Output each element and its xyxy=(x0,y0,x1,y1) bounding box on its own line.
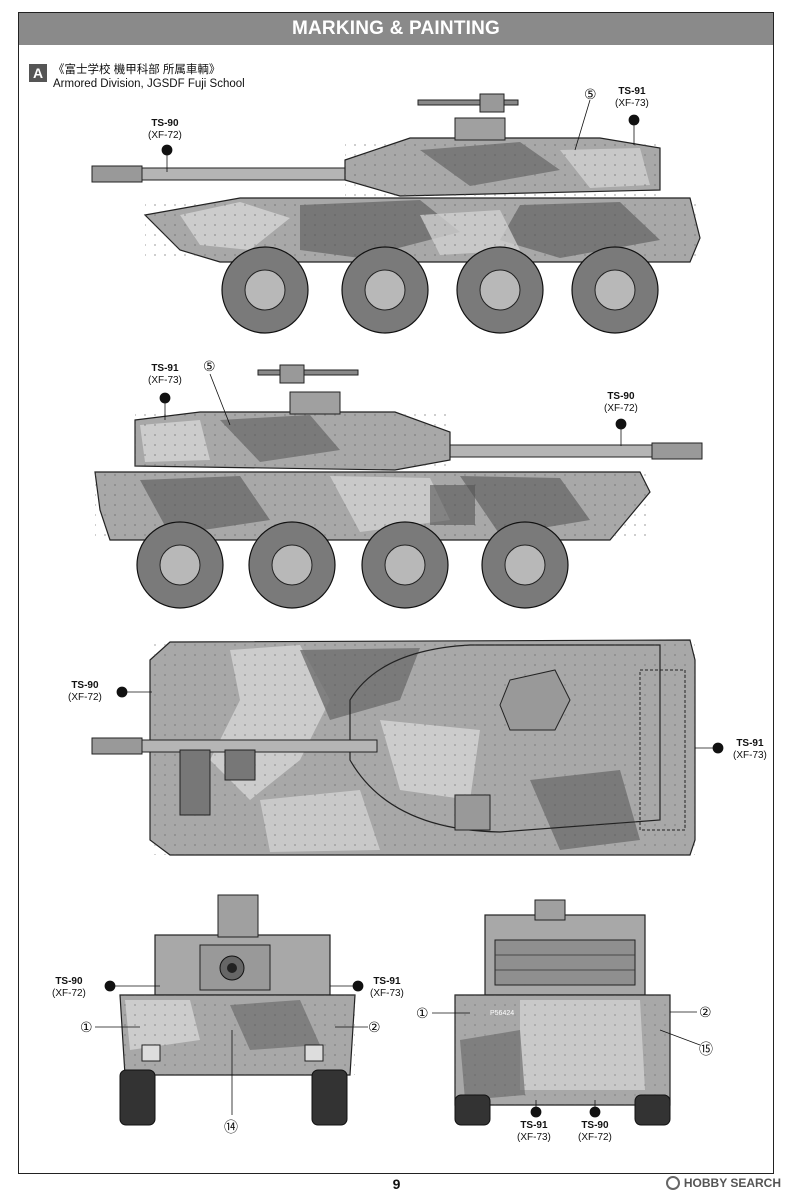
page-frame: MARKING & PAINTING A 《富士学校 機甲科部 所属車輌》 Ar… xyxy=(18,12,774,1174)
callout-side2-ts91: TS-91(XF-73) xyxy=(148,363,182,386)
callout-rear-ts91: TS-91(XF-73) xyxy=(517,1120,551,1143)
page-title: MARKING & PAINTING xyxy=(19,13,773,45)
front-view xyxy=(119,894,356,1126)
section-title-jp: 《富士学校 機甲科部 所属車輌》 xyxy=(53,64,221,76)
side-view-left xyxy=(91,93,701,334)
callout-side2-ts90: TS-90(XF-72) xyxy=(604,391,638,414)
side-view-right xyxy=(94,364,703,609)
rear-plate: P56424 xyxy=(490,1010,514,1017)
page-number: 9 xyxy=(392,1176,401,1192)
hobby-search-logo-icon xyxy=(665,1176,680,1190)
callout-side1-ts91: TS-91(XF-73) xyxy=(615,86,649,109)
decal-number-rear-right2: ⑮ xyxy=(699,1041,713,1057)
callout-rear-ts90: TS-90(XF-72) xyxy=(578,1120,612,1143)
decal-number-side1: ⑤ xyxy=(584,86,597,102)
callout-front-ts91: TS-91(XF-73) xyxy=(370,976,404,999)
decal-number-rear-right: ② xyxy=(699,1004,712,1020)
decal-number-front-left: ① xyxy=(80,1019,93,1035)
leader-lines xyxy=(95,99,724,1118)
callout-front-ts90: TS-90(XF-72) xyxy=(52,976,86,999)
decal-number-side2: ⑤ xyxy=(203,358,216,374)
top-view xyxy=(91,639,696,856)
watermark: HOBBY SEARCH xyxy=(665,1176,781,1190)
rear-view xyxy=(454,899,671,1126)
decal-number-front-right: ② xyxy=(368,1019,381,1035)
section-label: A 《富士学校 機甲科部 所属車輌》 Armored Division, JGS… xyxy=(29,63,245,91)
callout-top-ts90: TS-90(XF-72) xyxy=(68,680,102,703)
callout-top-ts91: TS-91(XF-73) xyxy=(733,738,767,761)
decal-number-front-bottom: ⑭ xyxy=(224,1119,238,1135)
section-letter: A xyxy=(29,64,47,82)
callout-side1-ts90: TS-90(XF-72) xyxy=(148,118,182,141)
section-title-en: Armored Division, JGSDF Fuji School xyxy=(53,78,245,90)
decal-number-rear-left: ① xyxy=(416,1005,429,1021)
